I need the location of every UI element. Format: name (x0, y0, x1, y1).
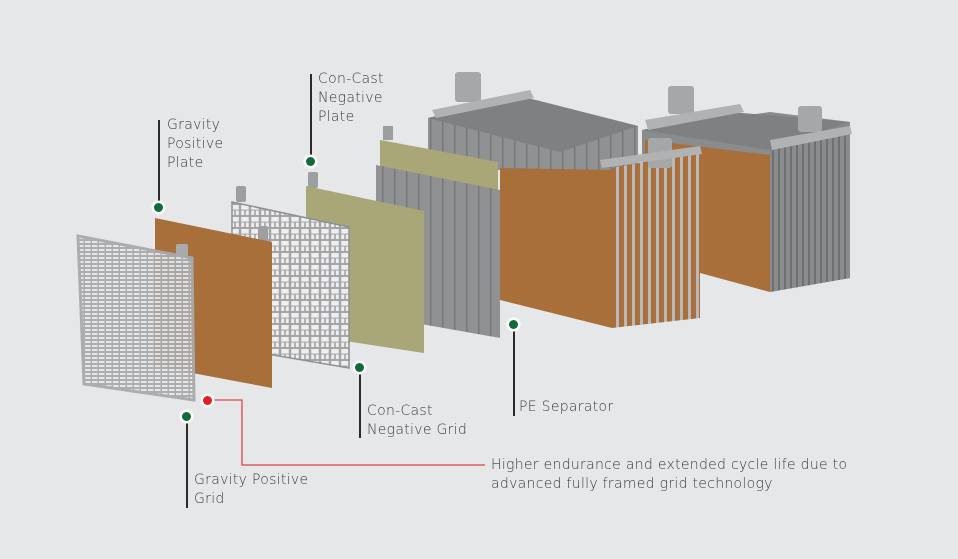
label-line: Negative (318, 90, 383, 106)
positive-grid-sheet (76, 234, 196, 402)
label-line: Con-Cast (318, 71, 384, 87)
callout-dot-pe-separator[interactable] (509, 320, 518, 329)
leader-con-cast-negative-grid (359, 372, 361, 438)
label-line: Gravity (167, 117, 221, 133)
label-line: Higher endurance and extended cycle life… (491, 457, 848, 473)
label-line: Gravity Positive (194, 472, 309, 488)
label-pe-separator: PE Separator (519, 398, 613, 417)
label-con-cast-negative-plate: Con-Cast Negative Plate (318, 70, 384, 127)
leader-gravity-positive-grid (186, 422, 188, 508)
label-line: Negative Grid (367, 422, 468, 438)
callout-dot-gravity-positive-grid[interactable] (182, 412, 191, 421)
label-line: PE Separator (519, 399, 614, 415)
leader-gravity-positive-plate (158, 120, 160, 206)
label-line: Con-Cast (367, 403, 433, 419)
label-line: advanced fully framed grid technology (491, 476, 773, 492)
label-feature-note: Higher endurance and extended cycle life… (491, 456, 847, 494)
highlight-dot-feature[interactable] (203, 396, 212, 405)
leader-con-cast-negative-plate (310, 74, 312, 160)
label-con-cast-negative-grid: Con-Cast Negative Grid (367, 402, 467, 440)
callout-dot-gravity-positive-plate[interactable] (154, 203, 163, 212)
label-line: Grid (194, 491, 225, 507)
label-gravity-positive-grid: Gravity Positive Grid (194, 471, 308, 509)
label-gravity-positive-plate: Gravity Positive Plate (167, 116, 223, 173)
label-line: Plate (318, 109, 355, 125)
leader-pe-separator (513, 330, 515, 416)
feature-leader-line (212, 399, 485, 466)
label-line: Plate (167, 155, 204, 171)
label-line: Positive (167, 136, 224, 152)
callout-dot-con-cast-negative-grid[interactable] (355, 363, 364, 372)
callout-dot-con-cast-negative-plate[interactable] (306, 157, 315, 166)
